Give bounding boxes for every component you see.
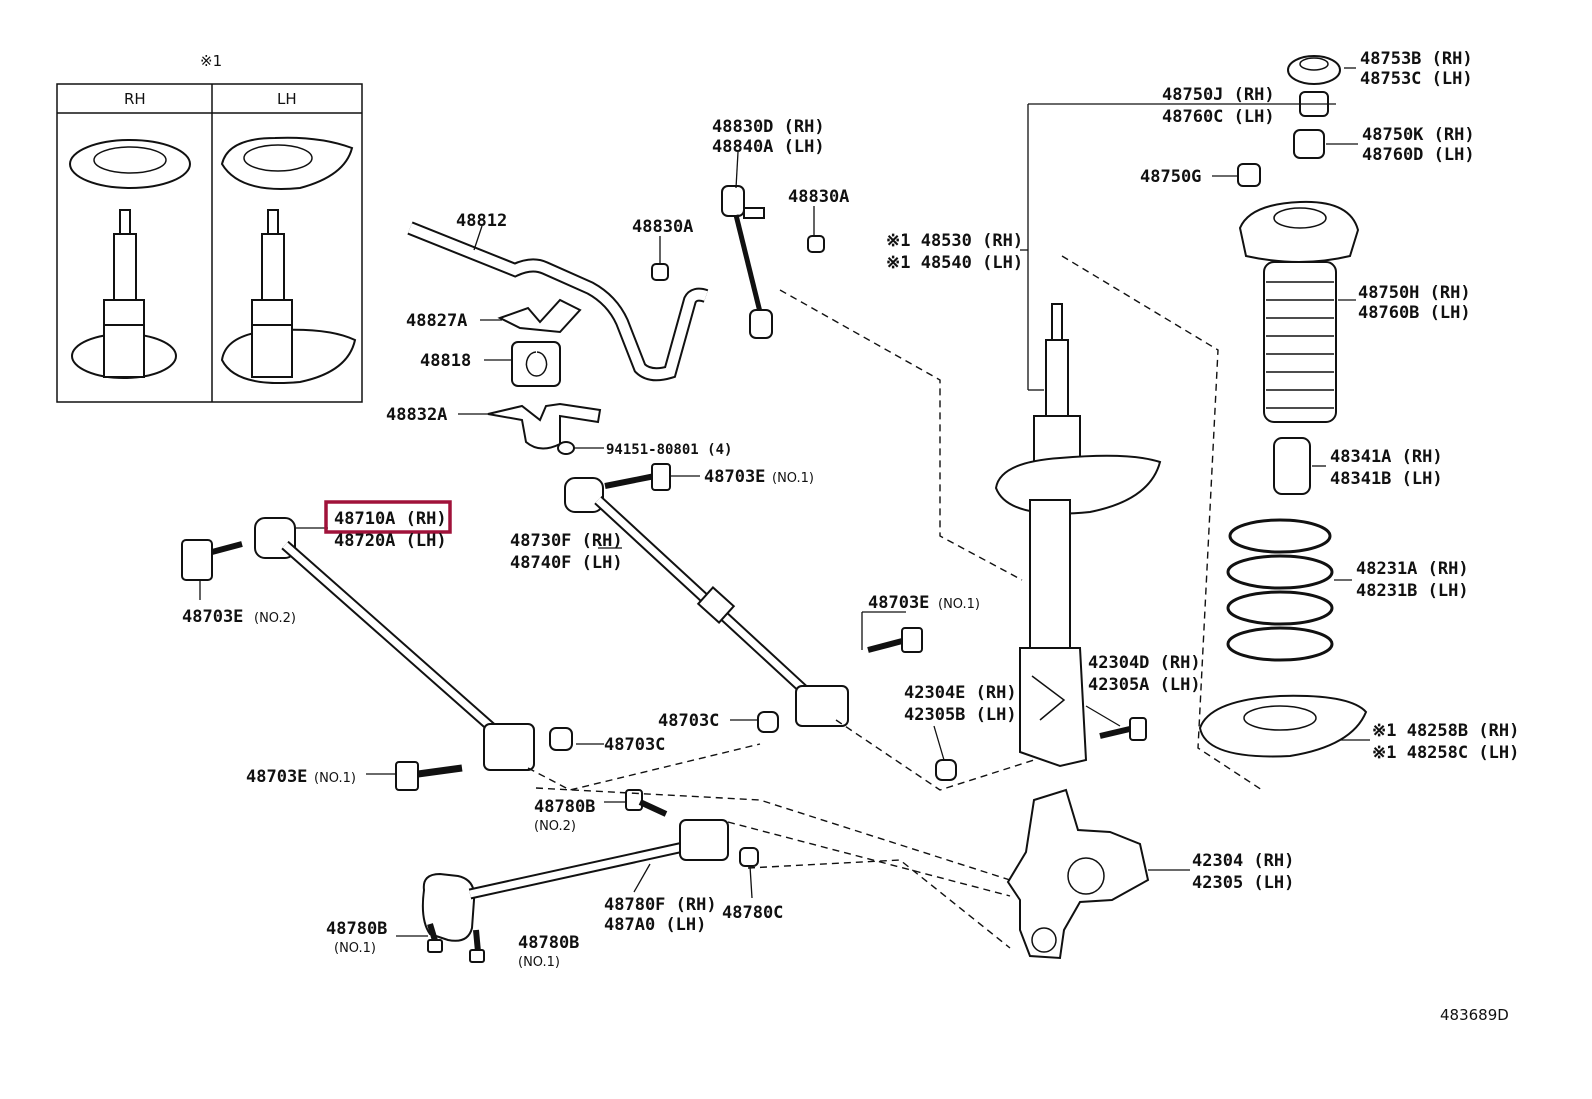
label-48703c-left: 48703C xyxy=(604,735,665,755)
label-48753b: 48753B (RH) xyxy=(1360,49,1473,69)
label-48341b: 48341B (LH) xyxy=(1330,469,1443,489)
label-48258b: ※1 48258B (RH) xyxy=(1372,721,1519,741)
label-48780b-no2: 48780B xyxy=(534,797,595,817)
label-42305: 42305 (LH) xyxy=(1192,873,1294,893)
label-42304d: 42304D (RH) xyxy=(1088,653,1201,673)
lower-link-48780f xyxy=(421,819,729,942)
link-nut-right-icon xyxy=(807,235,825,253)
label-48740f: 48740F (LH) xyxy=(510,553,623,573)
nut-48750g-icon xyxy=(1237,163,1261,187)
highlight-box-48710a xyxy=(324,500,452,534)
bushing-48750k-icon xyxy=(1293,129,1325,159)
inset-rh-strut xyxy=(69,139,191,379)
label-48780c: 48780C xyxy=(722,903,783,923)
label-48703e-no1-mid-sub: (NO.1) xyxy=(938,597,980,612)
bolt-48703e-no1-top-icon xyxy=(604,463,671,491)
inset-note: ※1 xyxy=(200,52,222,70)
label-42304e: 42304E (RH) xyxy=(904,683,1017,703)
label-48703e-no1-low-sub: (NO.1) xyxy=(314,771,356,786)
label-48840a: 48840A (LH) xyxy=(712,137,825,157)
label-48750k: 48750K (RH) xyxy=(1362,125,1475,145)
label-48703c-right: 48703C xyxy=(658,711,719,731)
label-48780b-no1-right: 48780B xyxy=(518,933,579,953)
label-48703e-no1-top-sub: (NO.1) xyxy=(772,471,814,486)
bushing-bracket-lower xyxy=(487,402,602,450)
steering-knuckle-42304 xyxy=(1006,788,1150,960)
inset-panel: ※1 RH LH xyxy=(56,52,363,403)
nut-48703c-right-icon xyxy=(757,711,779,733)
spring-seat-48258b xyxy=(1198,694,1368,758)
label-48753c: 48753C (LH) xyxy=(1360,69,1473,89)
cap-48753b-icon xyxy=(1287,55,1341,85)
upper-support-48750h xyxy=(1238,200,1360,423)
label-48703e-no1-top: 48703E xyxy=(704,467,765,487)
label-48830a-right: 48830A xyxy=(788,187,849,207)
label-48812: 48812 xyxy=(456,211,507,231)
label-48830d: 48830D (RH) xyxy=(712,117,825,137)
label-48832a: 48832A xyxy=(386,405,447,425)
label-48750j: 48750J (RH) xyxy=(1162,85,1275,105)
link-nut-left-icon xyxy=(651,263,669,281)
label-48540: ※1 48540 (LH) xyxy=(886,253,1023,273)
label-48760c: 48760C (LH) xyxy=(1162,107,1275,127)
bump-stopper-48341a xyxy=(1273,437,1311,495)
label-48231b: 48231B (LH) xyxy=(1356,581,1469,601)
label-48780b-no1-right-sub: (NO.1) xyxy=(518,955,560,970)
label-48703e-no1-mid: 48703E xyxy=(868,593,929,613)
label-48750h: 48750H (RH) xyxy=(1358,283,1471,303)
label-42304: 42304 (RH) xyxy=(1192,851,1294,871)
bolt-48703e-no1-mid-icon xyxy=(867,627,923,653)
label-94151: 94151-80801 (4) xyxy=(606,442,732,458)
stabilizer-bushing xyxy=(511,341,561,387)
label-48760d: 48760D (LH) xyxy=(1362,145,1475,165)
label-48750g: 48750G xyxy=(1140,167,1201,187)
bolt-48780b-no1-right-icon xyxy=(469,929,485,963)
figure-id: 483689D xyxy=(1440,1006,1509,1024)
label-48818: 48818 xyxy=(420,351,471,371)
nut-42304e-icon xyxy=(935,759,957,781)
nut-94151-icon xyxy=(557,441,575,455)
rear-lateral-arm-48730f xyxy=(564,477,849,727)
label-48760b: 48760B (LH) xyxy=(1358,303,1471,323)
label-48258c: ※1 48258C (LH) xyxy=(1372,743,1519,763)
stabilizer-link xyxy=(721,185,773,339)
label-48730f: 48730F (RH) xyxy=(510,531,623,551)
label-48780f: 48780F (RH) xyxy=(604,895,717,915)
label-42305b: 42305B (LH) xyxy=(904,705,1017,725)
label-487a0: 487A0 (LH) xyxy=(604,915,706,935)
label-48780b-no1-left: 48780B xyxy=(326,919,387,939)
label-48341a: 48341A (RH) xyxy=(1330,447,1443,467)
inset-col-lh: LH xyxy=(277,90,297,108)
rear-lateral-arm-48710a xyxy=(254,517,535,771)
nut-48780c-icon xyxy=(739,847,759,867)
label-48703e-no1-low: 48703E xyxy=(246,767,307,787)
label-42305a: 42305A (LH) xyxy=(1088,675,1201,695)
label-48231a: 48231A (RH) xyxy=(1356,559,1469,579)
label-48703e-no2-sub: (NO.2) xyxy=(254,611,296,626)
bolt-42304d-icon xyxy=(1099,717,1147,741)
label-48780b-no1-left-sub: (NO.1) xyxy=(334,941,376,956)
inset-lh-strut xyxy=(220,136,357,385)
label-48830a-left: 48830A xyxy=(632,217,693,237)
label-48780b-no2-sub: (NO.2) xyxy=(534,819,576,834)
inset-col-rh: RH xyxy=(124,90,146,108)
label-48720a: 48720A (LH) xyxy=(334,531,447,551)
bushing-bracket-upper xyxy=(497,298,582,334)
stabilizer-bar xyxy=(407,221,709,382)
bolt-48703e-no2-icon xyxy=(181,539,243,581)
shock-absorber-48530 xyxy=(994,303,1162,768)
label-48710a[interactable]: 48710A (RH) xyxy=(334,509,447,529)
label-48703e-no2: 48703E xyxy=(182,607,243,627)
label-48827a: 48827A xyxy=(406,311,467,331)
nut-48703c-left-icon xyxy=(549,727,573,751)
bolt-48780b-no1-left-icon xyxy=(427,923,443,953)
label-48530: ※1 48530 (RH) xyxy=(886,231,1023,251)
bolt-48703e-no1-low-icon xyxy=(395,761,463,791)
bolt-48780b-no2-icon xyxy=(625,789,668,817)
coil-spring-48231a xyxy=(1226,518,1334,662)
